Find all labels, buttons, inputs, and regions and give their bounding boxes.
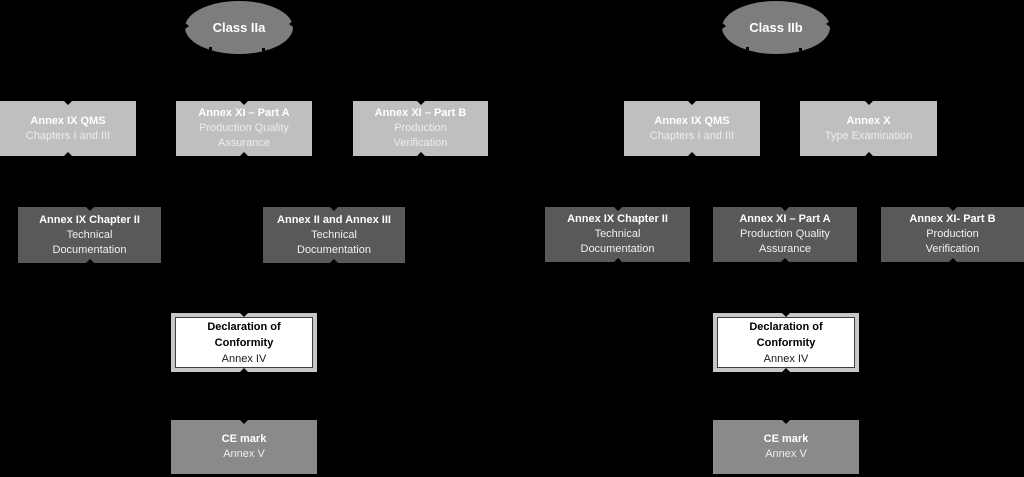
connector-arrowhead: [864, 152, 873, 156]
connector-arrowhead: [262, 48, 265, 51]
box-subtitle: Documentation: [297, 243, 371, 256]
connector-arrowhead: [416, 101, 425, 105]
box-title: Annex IX QMS: [30, 114, 106, 127]
connector-arrowhead: [688, 152, 696, 156]
box-subtitle: Documentation: [52, 243, 127, 256]
box-title: Annex IX Chapter II: [39, 213, 140, 226]
box-subtitle: Production Quality: [740, 228, 830, 240]
connector-arrowhead: [240, 101, 248, 105]
connector-arrowhead: [782, 368, 790, 372]
connector-arrowhead: [240, 368, 248, 372]
box-annex-ix-chapter-ii-iia: Annex IX Chapter II Technical Documentat…: [18, 207, 161, 263]
connector-arrowhead: [185, 23, 189, 30]
connector-arrowhead: [416, 152, 425, 156]
box-title: Annex IX QMS: [654, 114, 730, 127]
box-ce-mark-iib: CE mark Annex V: [713, 420, 859, 474]
connector-arrowhead: [240, 420, 248, 424]
box-title: CE mark: [763, 433, 809, 445]
class-iib-ellipse: Class IIb: [722, 1, 830, 54]
connector-arrowhead: [781, 258, 789, 262]
box-ce-mark-iia: CE mark Annex V: [171, 420, 317, 474]
box-subtitle: Annex V: [765, 448, 807, 460]
connector-arrowhead: [85, 259, 94, 263]
box-annex-xi-part-b-iia: Annex XI – Part B Production Verificatio…: [353, 101, 488, 156]
box-title: Annex IX Chapter II: [567, 213, 668, 225]
box-title: Annex XI – Part A: [739, 213, 831, 225]
box-subtitle: Production: [926, 228, 979, 240]
box-annex-ii-and-iii-iia: Annex II and Annex III Technical Documen…: [263, 207, 405, 263]
connector-arrowhead: [85, 207, 94, 211]
box-declaration-of-conformity-iib: Declaration of Conformity Annex IV: [713, 313, 859, 372]
declaration-inner: Declaration of Conformity Annex IV: [717, 317, 855, 368]
box-subtitle: Type Examination: [824, 129, 913, 142]
box-annex-ix-qms-iib: Annex IX QMS Chapters I and III: [624, 101, 760, 156]
connector-arrowhead: [330, 207, 338, 211]
box-annex-x-type-examination-iib: Annex X Type Examination: [800, 101, 937, 156]
box-subtitle: Chapters I and III: [25, 129, 111, 142]
box-subtitle: Annex IV: [763, 352, 809, 365]
connector-arrowhead: [240, 152, 248, 156]
connector-arrowhead: [64, 101, 72, 105]
connector-arrowhead: [613, 258, 622, 262]
connector-arrowhead: [826, 21, 830, 28]
box-title: Annex II and Annex III: [277, 213, 391, 226]
class-iib-label: Class IIb: [749, 20, 803, 35]
connector-arrowhead: [722, 23, 726, 30]
box-annex-xi-part-b-iib: Annex XI- Part B Production Verification: [881, 207, 1024, 262]
connector-arrowhead: [864, 101, 873, 105]
connector-arrowhead: [240, 313, 248, 317]
box-title: Annex X: [846, 114, 891, 127]
connector-arrowhead: [782, 313, 790, 317]
box-subtitle: Production: [394, 122, 447, 134]
connector-arrowhead: [948, 258, 957, 262]
box-subtitle: Assurance: [759, 243, 811, 255]
box-title: CE mark: [221, 433, 267, 445]
box-subtitle: Chapters I and III: [649, 129, 735, 142]
connector-arrowhead: [781, 207, 789, 211]
box-subtitle: Annex IV: [221, 352, 267, 365]
box-annex-xi-part-a-iia: Annex XI – Part A Production Quality Ass…: [176, 101, 312, 156]
connector-arrowhead: [948, 207, 957, 211]
connector-arrowhead: [64, 152, 72, 156]
connector-arrowhead: [746, 47, 749, 50]
declaration-inner: Declaration of Conformity Annex IV: [175, 317, 313, 368]
connector-arrowhead: [209, 47, 212, 50]
box-title: Annex XI – Part B: [374, 107, 467, 119]
box-title: Declaration of: [749, 320, 823, 333]
class-iia-ellipse: Class IIa: [185, 1, 293, 54]
connector-arrowhead: [330, 259, 338, 263]
box-subtitle: Verification: [925, 243, 980, 255]
box-subtitle: Annex V: [223, 448, 265, 460]
box-subtitle: Technical: [311, 228, 357, 241]
connector-arrowhead: [613, 207, 622, 211]
box-annex-ix-chapter-ii-iib: Annex IX Chapter II Technical Documentat…: [545, 207, 690, 262]
box-subtitle: Documentation: [580, 243, 655, 255]
box-annex-xi-part-a-iib: Annex XI – Part A Production Quality Ass…: [713, 207, 857, 262]
connector-arrowhead: [799, 48, 802, 51]
connector-arrowhead: [688, 101, 696, 105]
connector-arrowhead: [782, 420, 790, 424]
box-declaration-of-conformity-iia: Declaration of Conformity Annex IV: [171, 313, 317, 372]
box-title: Conformity: [756, 336, 816, 349]
class-iia-label: Class IIa: [212, 20, 266, 35]
box-title: Declaration of: [207, 320, 281, 333]
box-subtitle: Production Quality: [199, 122, 289, 134]
box-subtitle: Technical: [594, 228, 641, 240]
box-title: Annex XI – Part A: [198, 107, 290, 119]
box-annex-ix-qms-iia: Annex IX QMS Chapters I and III: [0, 101, 136, 156]
connector-arrowhead: [289, 21, 293, 28]
box-title: Conformity: [214, 336, 274, 349]
box-subtitle: Verification: [393, 137, 448, 149]
box-title: Annex XI- Part B: [909, 213, 996, 225]
box-subtitle: Technical: [66, 228, 113, 241]
box-subtitle: Assurance: [218, 137, 270, 149]
